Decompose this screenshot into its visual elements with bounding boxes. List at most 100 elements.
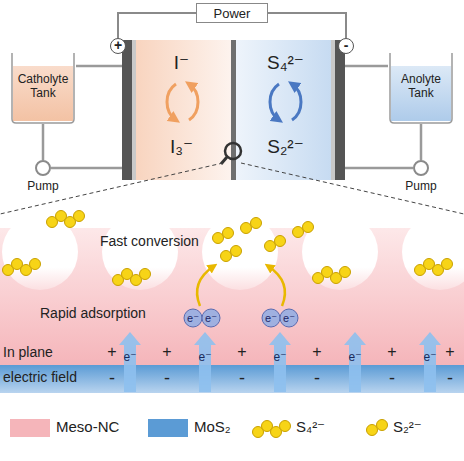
- legend-swatch: [148, 419, 188, 437]
- polysulfide-molecule: [367, 420, 388, 436]
- process-label: Rapid adsorption: [40, 304, 146, 322]
- positive-charge: +: [312, 344, 321, 360]
- half-cell-chamber: I⁻ I₃⁻: [132, 40, 231, 180]
- electron-symbol: e⁻: [283, 313, 295, 324]
- electron-flow-arrow: [419, 332, 441, 392]
- cell-chambers: [132, 40, 136, 180]
- negative-charge: -: [314, 369, 320, 387]
- redox-cycle-arrow: [189, 84, 198, 120]
- electrode-terminal: -: [338, 38, 354, 54]
- ion-formula: S₄²⁻: [236, 52, 335, 74]
- polysulfide-molecule: [213, 233, 224, 244]
- power-supply-box: Power: [196, 3, 268, 23]
- legend-text: Meso-NC: [56, 417, 119, 437]
- redox-cycle-arrow: [167, 84, 301, 120]
- magnifier-icon: [221, 143, 241, 164]
- polarity-sign: -: [339, 39, 353, 52]
- electrolyte-tank: Anolyte Tank: [388, 52, 454, 124]
- electron-flow-arrow: [194, 332, 216, 392]
- polysulfide-molecule: [223, 228, 234, 239]
- zoom-guide-line: [0, 163, 464, 214]
- polysulfide-molecule: [265, 236, 286, 252]
- electrolyte-liquid: [13, 66, 73, 121]
- polysulfide-molecule: [377, 420, 388, 431]
- redox-cycle-arrow: [292, 84, 301, 120]
- electrode-terminal: +: [110, 38, 126, 54]
- half-cell-chamber: S₄²⁻S₂²⁻: [236, 40, 335, 180]
- electron-symbol: e⁻: [273, 351, 286, 363]
- electrolyte-liquid: [391, 66, 451, 121]
- meso-nc-layer: [202, 214, 278, 290]
- redox-cycle-arrow: [167, 84, 176, 120]
- legend-text: S₄²⁻: [296, 417, 325, 437]
- electron-flow-arrow: [119, 332, 441, 392]
- polysulfide-molecule: [241, 218, 262, 234]
- electron-flow-arrow: [119, 332, 141, 392]
- meso-nc-layer: [102, 214, 178, 290]
- positive-charge: +: [162, 344, 171, 360]
- polysulfide-molecule: [275, 236, 286, 247]
- pump-symbol: Pump: [413, 160, 429, 176]
- electron-symbol: e⁻: [198, 351, 211, 363]
- polysulfide-molecule: [221, 251, 232, 262]
- electron-symbol: e⁻: [123, 351, 136, 363]
- electrode-plate: [335, 40, 345, 180]
- polysulfide-molecule: [303, 222, 314, 233]
- polysulfide-molecule: [367, 425, 378, 436]
- electron-symbol: e⁻: [205, 313, 217, 324]
- polysulfide-molecule: [280, 421, 291, 432]
- process-label: Fast conversion: [100, 232, 199, 250]
- electrolyte-pipe: [42, 124, 45, 160]
- ion-formula: I₃⁻: [132, 136, 231, 158]
- zoom-guide-line: [241, 163, 464, 214]
- electron-symbol: e⁻: [348, 351, 361, 363]
- cell-chambers: [132, 40, 231, 180]
- electron-dot: [280, 309, 298, 327]
- redox-cycle-arrow: [270, 84, 279, 120]
- meso-nc-layer: [0, 214, 464, 365]
- electron-symbol: e⁻: [187, 313, 199, 324]
- conversion-arrow: [197, 266, 285, 306]
- polysulfide-molecule: [3, 259, 41, 276]
- polysulfide-molecule: [253, 421, 291, 438]
- polysulfide-molecule: [313, 267, 351, 284]
- electron-flow-arrow: [344, 332, 366, 392]
- legend-text: MoS₂: [194, 417, 231, 437]
- meso-nc-layer: [302, 214, 378, 290]
- electrode-plate: [122, 40, 132, 180]
- polysulfide-molecule: [340, 267, 351, 278]
- polysulfide-molecule: [140, 269, 151, 280]
- positive-charge: +: [237, 344, 246, 360]
- negative-charge: -: [389, 369, 395, 387]
- ion-formula: I⁻: [132, 52, 231, 74]
- cell-chambers: [331, 40, 335, 180]
- electrolyte-pipe: [420, 124, 423, 160]
- negative-charge: -: [109, 369, 115, 387]
- polysulfide-molecule: [415, 259, 453, 276]
- zoom-guide-line: [0, 163, 223, 214]
- electron-dot: [184, 309, 202, 327]
- beaker-outline: [12, 53, 74, 123]
- polysulfide-molecule: [251, 218, 262, 229]
- node-label: Pump: [405, 179, 436, 193]
- meso-nc-layer: [402, 214, 464, 290]
- electrolyte-pipe: [335, 167, 413, 170]
- legend-text: S₂²⁻: [393, 417, 422, 437]
- node-label: Power: [214, 5, 251, 23]
- node-label: Catholyte Tank: [13, 72, 73, 101]
- polysulfide-molecule: [231, 246, 242, 257]
- conversion-arrow: [268, 266, 285, 306]
- meso-nc-layer: [2, 214, 78, 290]
- polysulfide-molecule: [30, 259, 41, 270]
- power-wire: [268, 13, 346, 38]
- electrolyte-tank: Catholyte Tank: [10, 52, 76, 124]
- electron-dot: [202, 309, 220, 327]
- polysulfide-molecule: [213, 228, 234, 244]
- legend-swatch: [10, 419, 50, 437]
- polysulfide-molecule: [293, 227, 304, 238]
- polysulfide-molecule: [113, 269, 151, 286]
- polysulfide-molecule: [442, 259, 453, 270]
- electron-dot: [262, 309, 280, 327]
